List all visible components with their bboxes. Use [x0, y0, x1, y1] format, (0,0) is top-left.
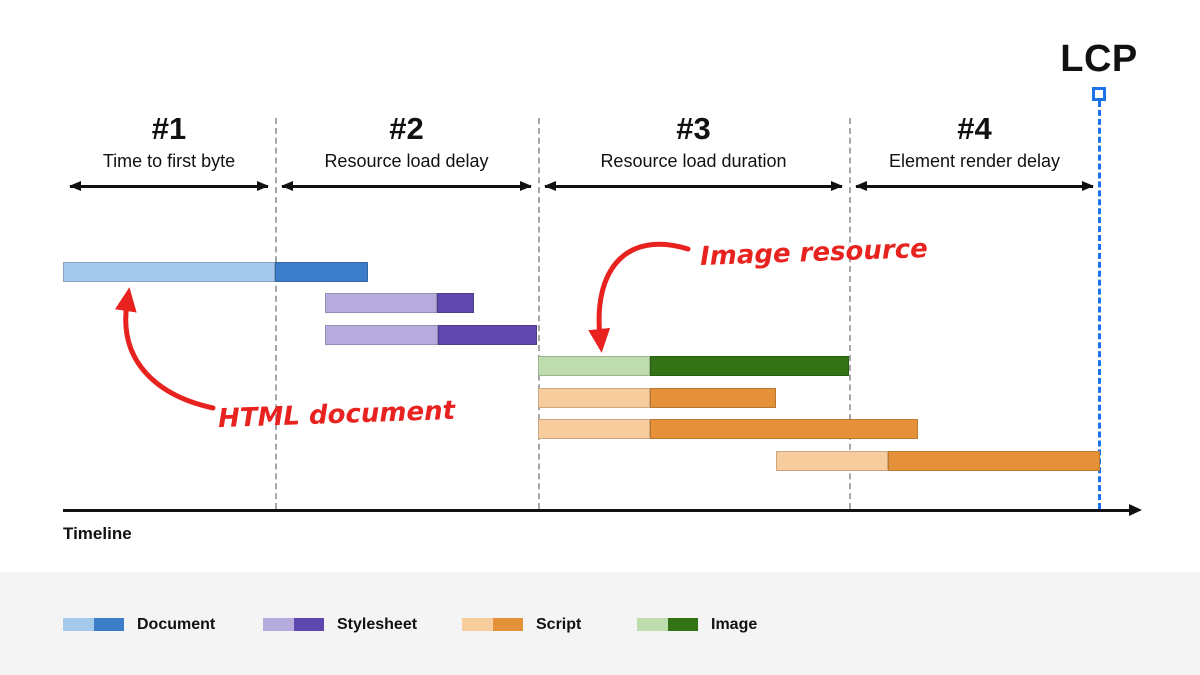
document-swatch-icon	[63, 618, 124, 631]
phase-label: Time to first byte	[102, 151, 236, 171]
phase-span-arrow	[544, 181, 843, 191]
stylesheet-bar-dark-segment	[437, 293, 474, 313]
lcp-title: LCP	[1060, 38, 1138, 80]
script-swatch-icon	[462, 618, 523, 631]
legend-item-script: Script	[462, 611, 581, 638]
phase-span-arrow	[69, 181, 269, 191]
document-bar-light-segment	[63, 262, 275, 282]
legend-label: Document	[137, 615, 216, 633]
lcp-guide-line	[1098, 101, 1101, 509]
image-swatch-icon	[637, 618, 698, 631]
script-bar-light-segment	[538, 419, 650, 439]
phase-number: #2	[389, 111, 424, 146]
phase-span-arrow	[281, 181, 532, 191]
legend-label: Script	[536, 615, 582, 633]
stylesheet-bar-light-segment	[325, 325, 438, 345]
stylesheet-bar-light-segment	[325, 293, 437, 313]
timeline-axis-label: Timeline	[63, 524, 132, 543]
phase-label: Resource load delay	[324, 151, 489, 171]
legend-item-stylesheet: Stylesheet	[263, 611, 417, 638]
stylesheet-swatch-icon	[263, 618, 324, 631]
phase-label: Element render delay	[888, 151, 1061, 171]
image-bar-light-segment	[538, 356, 650, 376]
phase-label: Resource load duration	[600, 151, 787, 171]
script-bar-dark-segment	[650, 388, 776, 408]
phase-separator-line	[538, 118, 540, 509]
phase-number: #4	[957, 111, 992, 146]
script-bar-dark-segment	[888, 451, 1100, 471]
script-bar-dark-segment	[650, 419, 918, 439]
legend-item-document: Document	[63, 611, 215, 638]
image-resource-arrow	[588, 241, 691, 353]
phase-number: #1	[151, 111, 187, 146]
script-bar-light-segment	[776, 451, 888, 471]
stylesheet-bar-dark-segment	[438, 325, 537, 345]
html-document-arrow	[114, 287, 216, 411]
image-resource-annotation: Image resource	[699, 234, 929, 272]
legend-item-image: Image	[637, 611, 757, 638]
phase-separator-line	[849, 118, 851, 509]
lcp-marker-icon	[1092, 87, 1106, 101]
document-bar-dark-segment	[275, 262, 368, 282]
image-bar-dark-segment	[650, 356, 849, 376]
html-document-annotation: HTML document	[217, 395, 456, 435]
phase-number: #3	[676, 111, 711, 146]
script-bar-light-segment	[538, 388, 650, 408]
legend-label: Stylesheet	[337, 615, 418, 633]
legend-label: Image	[711, 615, 758, 633]
phase-span-arrow	[855, 181, 1094, 191]
phase-separator-line	[275, 118, 277, 509]
timeline-axis	[63, 504, 1142, 516]
legend: Document Stylesheet Script Image	[0, 572, 1200, 675]
